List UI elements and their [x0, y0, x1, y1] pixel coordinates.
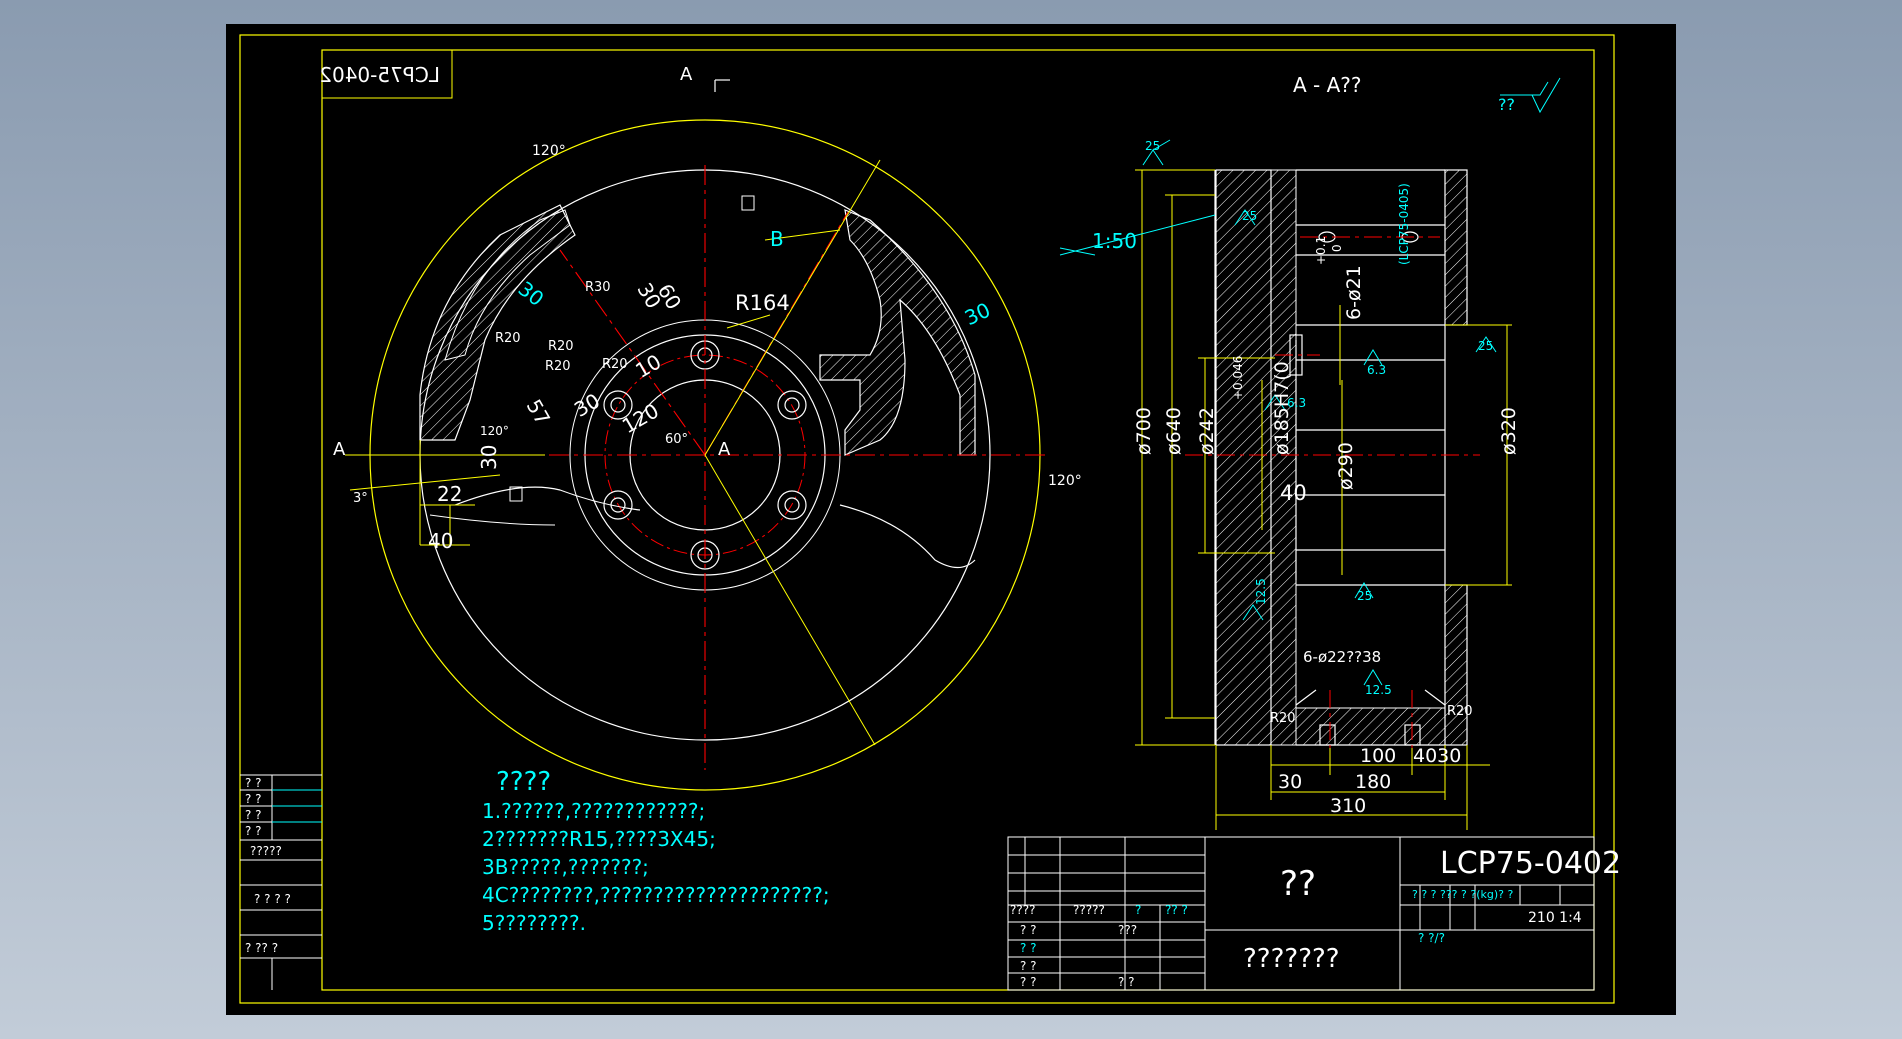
info-values: 210 1:4: [1528, 910, 1582, 926]
strip-row-3: ? ?: [245, 808, 262, 822]
dim-310: 310: [1330, 795, 1366, 817]
roughness-25-d: 25: [1357, 589, 1372, 603]
ref-part-number: (LCP75-0405): [1397, 183, 1411, 265]
section-view: [1059, 77, 1561, 830]
roughness-25-c: 25: [1478, 339, 1493, 353]
dim-22: 22: [437, 482, 462, 506]
roughness-6-3-b: 6.3: [1287, 396, 1306, 410]
strip-row-7: ? ?? ?: [245, 941, 278, 955]
dim-40-sec: 40: [1280, 481, 1307, 505]
left-strip-table: ? ? ? ? ? ? ? ? ????? ? ? ? ? ? ?? ?: [240, 774, 322, 990]
dim-d640: ø640: [1163, 407, 1185, 455]
tb-row-4: ?? ?: [1165, 903, 1188, 917]
note-line-4: 4C????????,?????????????????????;: [482, 883, 830, 907]
tb-row-7: ? ?: [1020, 941, 1037, 955]
roughness-12-5-b: 12.5: [1365, 683, 1392, 697]
hole-spec-tol-low: 0: [1330, 244, 1344, 252]
hole-spec-tol-up: +0.1: [1314, 236, 1328, 265]
point-label-a-center: A: [718, 439, 731, 460]
title-block: ???? ????? ? ?? ? ? ? ??? ? ? ? ? ? ? ? …: [1007, 836, 1621, 991]
dim-180: 180: [1355, 771, 1391, 793]
tb-row-5: ? ?: [1020, 923, 1037, 937]
angle-label-top: 120°: [532, 143, 566, 159]
dim-10: 10: [631, 349, 665, 383]
left-spoke-section: [419, 204, 576, 441]
front-centerlines: [345, 165, 1045, 770]
angle-label-right: 120°: [1048, 473, 1082, 489]
dim-r20-right: R20: [1447, 704, 1473, 719]
right-spoke-section: [819, 209, 976, 456]
dim-d185: ø185H7(0: [1271, 361, 1293, 455]
strip-row-6: ? ? ? ?: [254, 892, 291, 906]
material: ???????: [1243, 944, 1340, 974]
info-footer: ? ?/?: [1418, 931, 1445, 945]
note-line-3: 3B?????,???????;: [482, 855, 649, 879]
dim-30-spoke: 30: [632, 279, 666, 313]
hole-spec-6xd21: 6-ø21: [1343, 265, 1365, 320]
dim-d290: ø290: [1335, 442, 1357, 490]
tb-row-2: ?????: [1073, 903, 1105, 917]
dim-r20-left: R20: [1270, 711, 1296, 726]
note-line-1: 1.??????,????????????;: [482, 799, 705, 823]
dim-r164: R164: [735, 291, 790, 315]
angle-label-3: 3°: [353, 491, 368, 506]
note-line-5: 5????????.: [482, 911, 586, 935]
drawing-number: LCP75-0402: [1440, 846, 1621, 881]
strip-row-5: ?????: [250, 844, 282, 858]
point-label-a-left: A: [333, 439, 346, 460]
section-view-labels: A - A?? ?? ø700 ø640 ø242 ø185H7(0 +0.04…: [1092, 73, 1520, 817]
info-header: ? ? ? ??? ? ?(kg)? ?: [1412, 888, 1513, 901]
roughness-25-b: 25: [1242, 209, 1257, 223]
tb-row-9: ? ?: [1020, 975, 1037, 989]
angle-label-left: 120°: [480, 424, 509, 438]
section-title: A - A??: [1293, 73, 1362, 97]
dim-40: 40: [428, 529, 453, 553]
dim-30-sec: 30: [1278, 771, 1302, 793]
point-label-b: B: [770, 227, 784, 251]
roughness-12-5-a: 12.5: [1254, 578, 1268, 605]
section-marker-a: A: [680, 64, 693, 85]
dim-d700: ø700: [1133, 407, 1155, 455]
mirrored-drawing-number: LCP75-0402: [319, 63, 440, 87]
dim-r20-c: R20: [545, 359, 571, 374]
roughness-6-3-a: 6.3: [1367, 363, 1386, 377]
tb-row-3: ?: [1135, 903, 1141, 917]
slope-ratio: 1:50: [1092, 229, 1137, 253]
strip-row-1: ? ?: [245, 776, 262, 790]
counterbore-spec: 6-ø22??38: [1303, 648, 1381, 666]
tb-row-10: ? ?: [1118, 975, 1135, 989]
part-name: ??: [1280, 864, 1316, 904]
bolt-holes: [603, 340, 807, 570]
dim-r30: R30: [585, 280, 611, 295]
tb-row-6: ???: [1118, 923, 1137, 937]
dim-57: 57: [522, 395, 556, 429]
dim-d242: ø242: [1196, 407, 1218, 455]
roughness-25-a: 25: [1145, 139, 1160, 153]
tb-row-1: ????: [1010, 903, 1035, 917]
note-line-2: 2???????R15,????3X45;: [482, 827, 716, 851]
dim-4030: 4030: [1413, 745, 1461, 767]
dim-30-right: 30: [961, 298, 994, 331]
notes-title: ????: [496, 767, 551, 797]
dim-r20-d: R20: [602, 357, 628, 372]
dim-r20-b: R20: [548, 339, 574, 354]
dim-r20-a: R20: [495, 331, 521, 346]
technical-notes: ???? 1.??????,????????????; 2???????R15,…: [482, 767, 830, 935]
front-view: [345, 79, 1045, 791]
roughness-note: ??: [1498, 95, 1515, 114]
strip-row-2: ? ?: [245, 792, 262, 806]
tb-row-8: ? ?: [1020, 959, 1037, 973]
dim-d185-tol: +0.046: [1231, 356, 1245, 400]
mirrored-number-box: LCP75-0402: [319, 49, 453, 99]
dim-30-vert: 30: [477, 445, 501, 470]
outer-frame: [239, 34, 1615, 1004]
strip-row-4: ? ?: [245, 824, 262, 838]
dim-100: 100: [1360, 745, 1396, 767]
roughness-values: 25 25 6.3 6.3 25 25 12.5 12.5: [1145, 139, 1493, 697]
angle-label-60: 60°: [665, 432, 688, 447]
left-rim-section: [444, 209, 571, 361]
dim-d320: ø320: [1498, 407, 1520, 455]
